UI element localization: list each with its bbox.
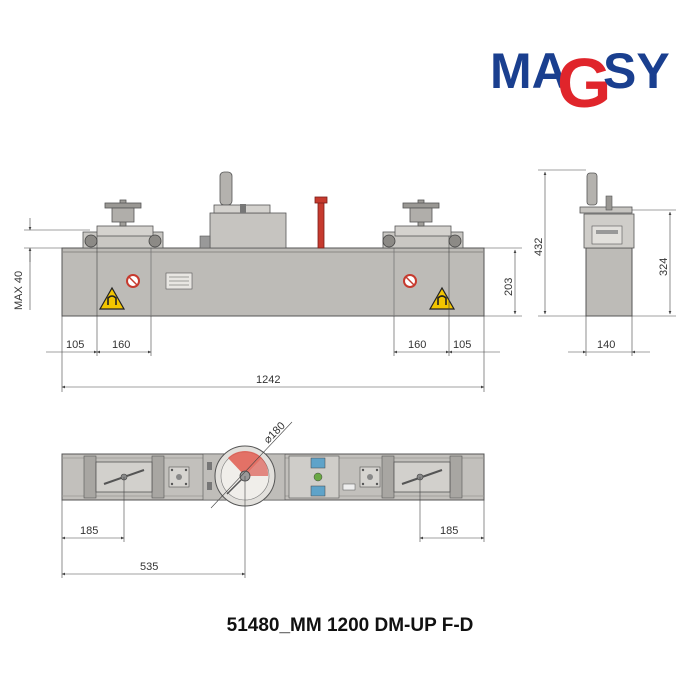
no-pacemaker-sign-left (126, 274, 140, 288)
dim-label-535: 535 (140, 561, 158, 573)
dim-203: 203 (484, 247, 522, 317)
dim-label-324: 324 (658, 258, 670, 276)
release-handle (314, 196, 328, 249)
logo-text-g: G (557, 44, 611, 122)
dim-label-max-40: MAX 40 (13, 271, 25, 310)
top-right-handle (381, 455, 463, 499)
dim-label-105-right: 105 (453, 339, 471, 351)
dim-label-160-left: 160 (112, 339, 130, 351)
dim-label-432: 432 (533, 238, 545, 256)
indicator-panel (288, 455, 356, 499)
side-rotary-handle (586, 172, 598, 206)
side-body (585, 247, 633, 317)
dim-label-140: 140 (597, 339, 615, 351)
control-box (199, 171, 287, 249)
dim-label-185-left: 185 (80, 525, 98, 537)
dim-max-40: MAX 40 (13, 218, 90, 310)
logo-text-left: MA (490, 43, 568, 99)
warning-sign-right (428, 286, 456, 310)
dim-label-185-right: 185 (440, 525, 458, 537)
magsy-logo: MA G SY (490, 43, 670, 122)
rotary-dial (202, 445, 286, 507)
dim-bottom-top: 185 185 535 (61, 476, 485, 578)
magnet-body (61, 247, 485, 317)
dim-label-1242: 1242 (256, 374, 280, 386)
top-view: ⌀180 (61, 420, 485, 578)
rating-plate (165, 272, 193, 290)
top-right-hub (359, 466, 381, 488)
front-view: MAX 40 203 105 160 160 105 1242 (13, 171, 522, 392)
no-pacemaker-sign-right (403, 274, 417, 288)
left-lifting-bracket (82, 199, 164, 249)
right-lifting-bracket (382, 199, 464, 249)
side-view: 432 324 140 (533, 169, 676, 356)
top-left-hub (168, 466, 190, 488)
dim-label-203: 203 (503, 278, 515, 296)
warning-sign-left (98, 286, 126, 310)
model-caption: 51480_MM 1200 DM-UP F-D (226, 615, 474, 636)
dim-label-105-left: 105 (66, 339, 84, 351)
dim-label-160-right: 160 (408, 339, 426, 351)
dim-bottom-front: 105 160 160 105 1242 (46, 236, 500, 392)
logo-text-right: SY (603, 43, 670, 99)
dim-label-diameter: ⌀180 (262, 420, 288, 446)
rotary-handle (219, 171, 233, 206)
